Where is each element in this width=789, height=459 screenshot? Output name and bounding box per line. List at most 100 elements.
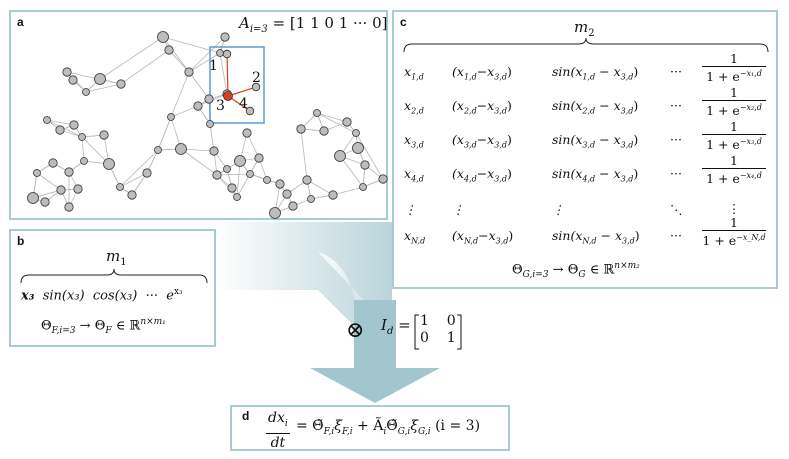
matrix-cell-diff: (x2,d−x3,d) xyxy=(452,98,512,116)
matrix-cell-diff: ⋮ xyxy=(452,202,465,217)
panel-a-label: a xyxy=(17,15,24,29)
matrix-cell-sin: sin(x1,d − x3,d) xyxy=(552,64,639,82)
network-node xyxy=(359,183,367,191)
matrix-cell-diff: (x4,d−x3,d) xyxy=(452,166,512,184)
network-edge xyxy=(162,36,190,73)
network-edge xyxy=(99,36,164,80)
network-node xyxy=(313,109,321,117)
network-edge xyxy=(81,136,85,162)
node-label-3: 3 xyxy=(216,98,225,114)
network-node xyxy=(116,183,124,191)
network-node xyxy=(175,143,187,155)
matrix-cell-diff: (xN,d−x3,d) xyxy=(452,228,514,246)
network-edge xyxy=(306,179,334,196)
network-node xyxy=(233,193,241,201)
network-node xyxy=(48,158,58,168)
panel-c-coupling-library: c m2 x1,d(x1,d−x3,d)sin(x1,d − x3,d)···1… xyxy=(392,10,778,289)
panel-d-dynamics-equation: d dxi dt = Θ̃F,iξF,i + ÃiΘ̃G,iξG,i (i = … xyxy=(230,405,510,451)
panel-b-feature-library: b m1 x₃ sin(x₃) cos(x₃) ··· ex₃ ΘF,i=3 →… xyxy=(9,229,216,347)
network-node xyxy=(352,142,364,154)
network-node xyxy=(82,88,90,96)
network-node xyxy=(234,155,246,167)
network-node xyxy=(56,185,66,195)
network-edge xyxy=(170,105,199,118)
neighbour-edge xyxy=(226,53,229,97)
target-node-3 xyxy=(223,91,233,101)
network-node xyxy=(360,160,370,170)
network-node xyxy=(94,73,106,85)
network-edge xyxy=(300,128,308,181)
network-node xyxy=(282,189,292,199)
network-node xyxy=(216,49,224,57)
network-edge xyxy=(246,132,260,159)
network-edge xyxy=(188,52,221,73)
network-node xyxy=(62,67,72,77)
network-edge xyxy=(219,52,228,95)
network-node xyxy=(64,202,74,212)
panel-b-label: b xyxy=(17,234,25,248)
network-node xyxy=(127,190,137,200)
brace-m2 xyxy=(403,38,769,53)
matrix-cell-ellipsis: ··· xyxy=(670,64,682,79)
network-edge xyxy=(339,155,364,188)
network-node xyxy=(319,126,329,136)
network-node xyxy=(142,168,152,178)
feature-terms: x₃ sin(x₃) cos(x₃) ··· ex₃ xyxy=(21,287,183,304)
node-label-1: 1 xyxy=(209,58,218,74)
network-edge xyxy=(316,112,348,123)
matrix-cell-sigmoid: ⋮ xyxy=(727,201,741,216)
matrix-cell-sin: ⋮ xyxy=(552,202,565,217)
network-node xyxy=(275,179,285,189)
network-edge xyxy=(216,173,251,176)
network-node xyxy=(193,101,203,111)
panel-d-label: d xyxy=(242,409,250,423)
network-node xyxy=(378,174,388,184)
dynamics-rhs: = Θ̃F,iξF,i + ÃiΘ̃G,iξG,i (i = 3) xyxy=(296,418,481,437)
network-node xyxy=(223,165,231,173)
network-node xyxy=(69,120,79,130)
network-node xyxy=(227,183,237,193)
matrix-cell-ellipsis: ··· xyxy=(670,166,682,181)
network-node xyxy=(206,120,214,128)
matrix-cell-sin: sin(x4,d − x3,d) xyxy=(552,166,639,184)
neighbourhood-highlight-box xyxy=(209,46,265,124)
network-node xyxy=(184,67,194,77)
identity-matrix-cells: 1 0 0 1 xyxy=(420,313,456,346)
network-node xyxy=(55,125,65,135)
derivative-fraction: dxi dt xyxy=(266,410,290,451)
network-node xyxy=(269,207,281,219)
network-node xyxy=(209,146,219,156)
network-edge xyxy=(180,148,218,176)
matrix-cell-x: ⋮ xyxy=(404,202,417,217)
network-node xyxy=(242,128,252,138)
network-node xyxy=(33,169,41,177)
network-node xyxy=(157,31,169,43)
network-node xyxy=(78,133,86,141)
matrix-cell-x: x3,d xyxy=(404,132,424,150)
network-node xyxy=(307,195,315,203)
network-node xyxy=(103,158,115,170)
panel-c-label: c xyxy=(400,15,407,29)
network-node xyxy=(220,32,230,42)
node-label-4: 4 xyxy=(239,96,248,112)
matrix-cell-diff: (x3,d−x3,d) xyxy=(452,132,512,150)
matrix-cell-ellipsis: ⋱ xyxy=(670,202,683,217)
network-node xyxy=(43,116,51,124)
network-node xyxy=(154,146,162,154)
network-node xyxy=(204,94,214,104)
network-edge xyxy=(119,172,148,188)
brace-label-m1: m1 xyxy=(106,247,127,268)
brace-label-m2: m2 xyxy=(574,18,595,39)
matrix-cell-x: xN,d xyxy=(404,228,426,246)
network-node xyxy=(164,45,174,55)
network-node xyxy=(116,79,126,89)
network-edge xyxy=(168,49,190,73)
network-edge xyxy=(236,160,241,198)
matrix-cell-ellipsis: ··· xyxy=(670,98,682,113)
